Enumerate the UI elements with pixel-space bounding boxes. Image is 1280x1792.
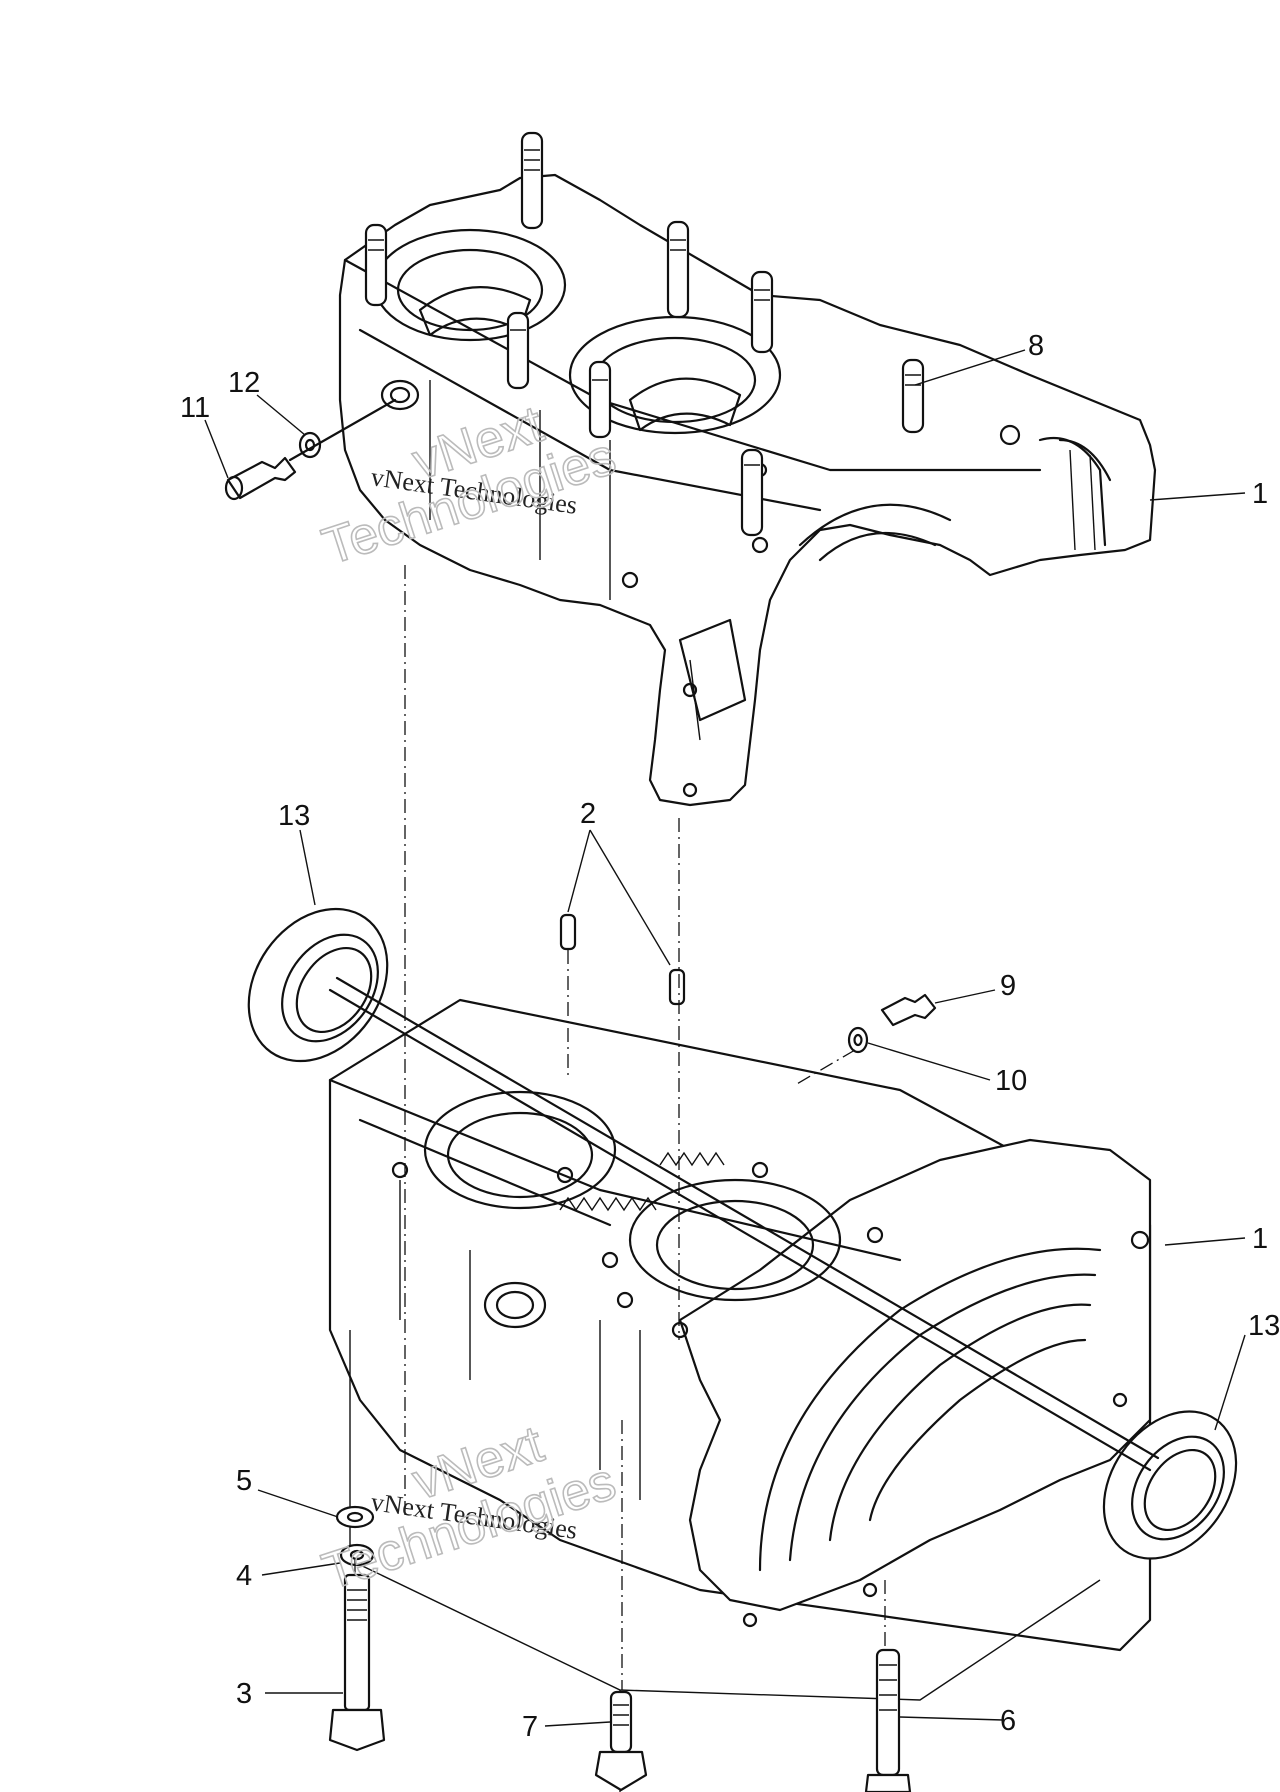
assembly-centerlines (288, 398, 1160, 1690)
callout-6: 6 (1000, 1705, 1016, 1737)
stud-7-part (594, 1690, 648, 1792)
callout-1-upper: 1 (1252, 478, 1268, 510)
stud-6-part (864, 1648, 912, 1792)
dowel-pins (559, 913, 686, 1006)
drain-fitting-part (224, 456, 297, 501)
callout-13-left: 13 (278, 800, 310, 832)
callout-7: 7 (522, 1711, 538, 1743)
callout-13-right: 13 (1248, 1310, 1280, 1342)
oil-seal-left (247, 907, 389, 1063)
callout-4: 4 (236, 1560, 252, 1592)
plug-washer-part (847, 1026, 869, 1054)
callout-labels: 1 1 2 3 4 5 6 7 8 9 10 11 12 13 13 (180, 330, 1280, 1743)
lock-washer-lower-part (339, 1543, 375, 1567)
cylinder-studs (364, 131, 925, 537)
leader-lines (204, 349, 1246, 1727)
plug-bolt-part (880, 993, 937, 1027)
callout-1-lower: 1 (1252, 1223, 1268, 1255)
flat-washer-part (335, 1505, 375, 1529)
oil-seal-right (1102, 1410, 1238, 1560)
long-bolt-part (328, 1573, 386, 1752)
lower-crankcase (328, 998, 1152, 1792)
callout-11: 11 (180, 392, 210, 424)
callout-5: 5 (236, 1465, 252, 1497)
callout-2: 2 (580, 798, 596, 830)
callout-12: 12 (228, 367, 260, 399)
callout-9: 9 (1000, 970, 1016, 1002)
callout-10: 10 (995, 1065, 1027, 1097)
callout-8: 8 (1028, 330, 1044, 362)
callout-3: 3 (236, 1678, 252, 1710)
